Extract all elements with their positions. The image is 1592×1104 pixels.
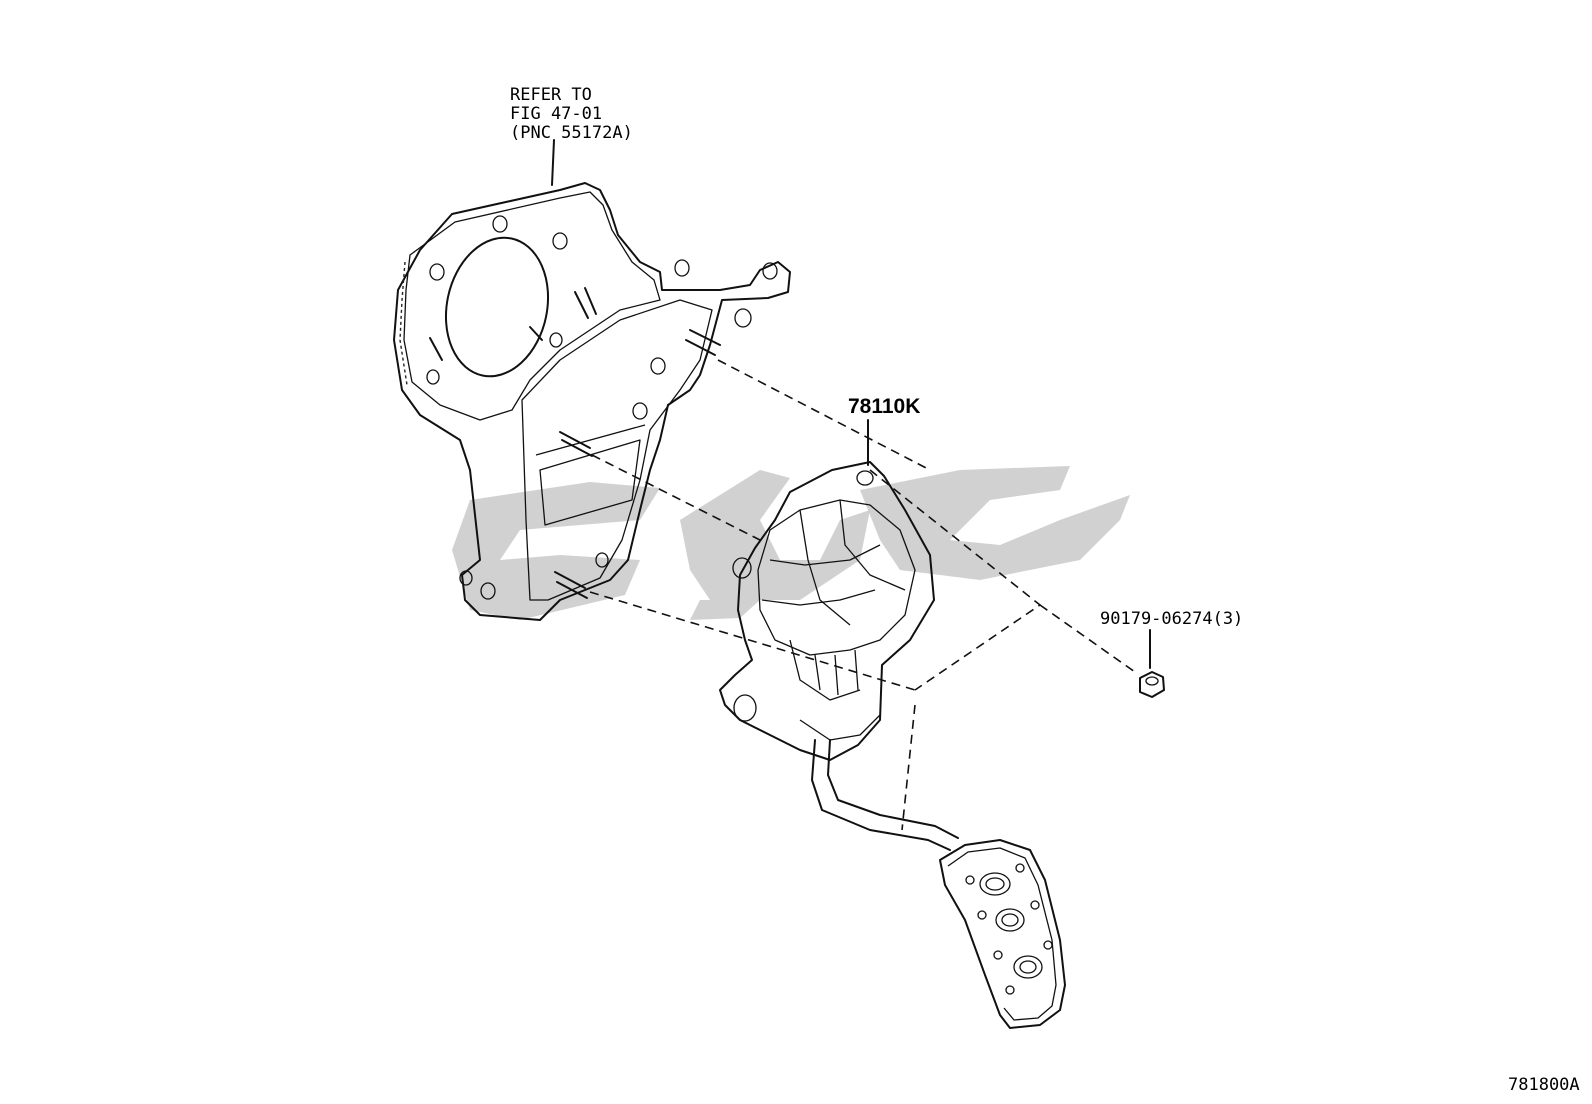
accelerator-pedal-assembly <box>719 461 1066 1029</box>
nut-part-number: 90179-06274(3) <box>1100 609 1243 629</box>
alignment-lines <box>589 359 1136 831</box>
nut-icon <box>1139 671 1165 698</box>
bracket-callout-line-2: FIG 47-01 <box>510 104 602 124</box>
bracket-callout-line-3: (PNC 55172A) <box>510 123 633 143</box>
pedal-assembly-part-number: 78110K <box>848 395 920 418</box>
pedal-bracket <box>393 182 791 621</box>
bracket-callout-line-1: REFER TO <box>510 85 592 105</box>
bracket-leader-line <box>551 139 555 186</box>
figure-code: 781800A <box>1508 1075 1580 1095</box>
